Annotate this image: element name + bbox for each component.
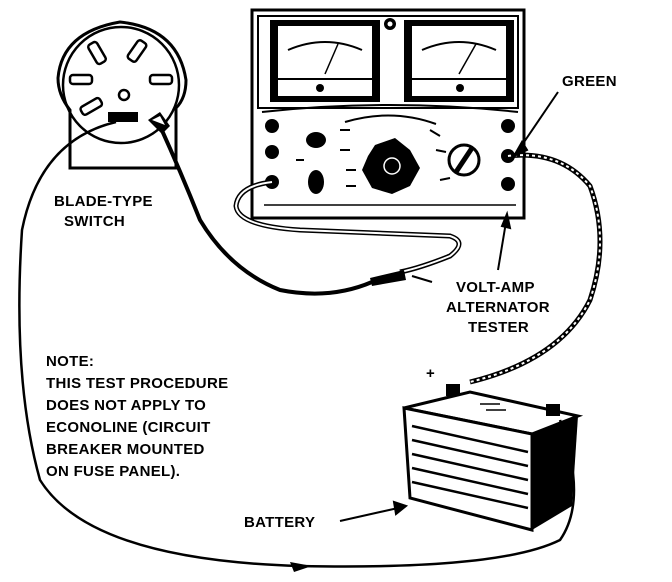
note-line-2: THIS TEST PROCEDURE [46, 375, 228, 392]
wires [18, 120, 603, 572]
battery [402, 384, 584, 532]
note-line-6: ON FUSE PANEL). [46, 463, 180, 480]
switch-label-line2: SWITCH [64, 213, 125, 230]
note-line-4: ECONOLINE (CIRCUIT [46, 419, 211, 436]
note-line-5: BREAKER MOUNTED [46, 441, 205, 458]
tester-label-line2: ALTERNATOR [446, 299, 550, 316]
volt-amp-alternator-tester [250, 8, 526, 220]
tester-label-line1: VOLT-AMP [456, 279, 535, 296]
tester-label-line3: TESTER [468, 319, 529, 336]
battery-label: BATTERY [244, 514, 315, 531]
blade-type-switch [56, 20, 188, 170]
green-label: GREEN [562, 73, 617, 90]
battery-positive-sign: + [426, 365, 435, 382]
note-block: NOTE: THIS TEST PROCEDURE DOES NOT APPLY… [46, 353, 228, 480]
note-line-1: NOTE: [46, 353, 94, 370]
leader-lines [339, 91, 559, 522]
switch-label-line1: BLADE-TYPE [54, 193, 153, 210]
note-line-3: DOES NOT APPLY TO [46, 397, 206, 414]
